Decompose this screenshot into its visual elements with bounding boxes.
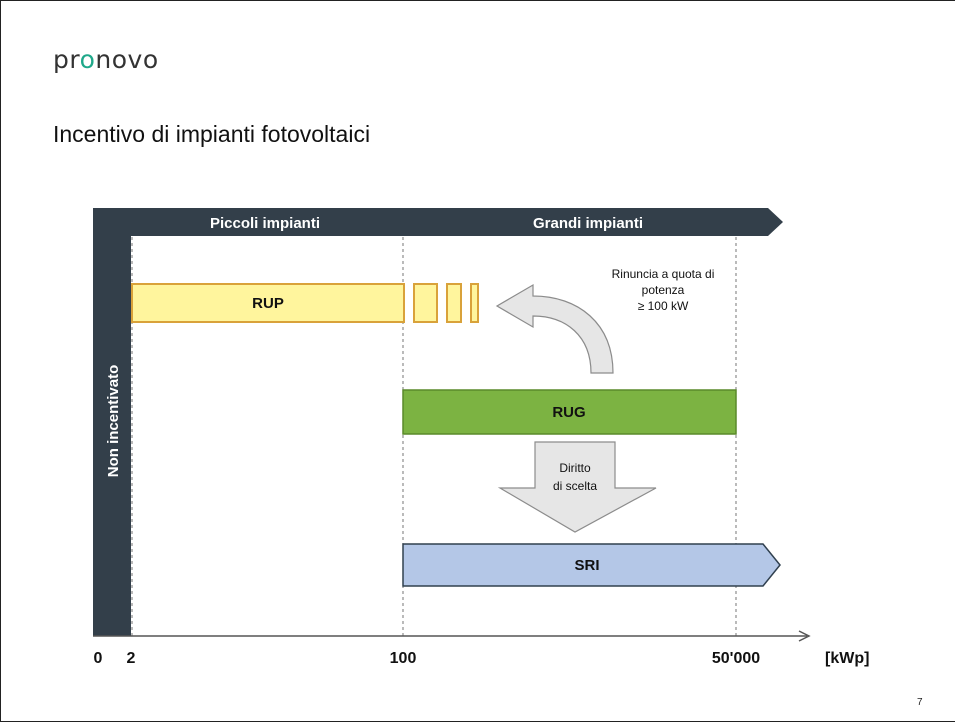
rup-segment-1: [413, 283, 438, 323]
top-band: [93, 208, 783, 236]
logo-accent: o: [79, 45, 96, 74]
page-number: 7: [917, 697, 923, 708]
vertical-band-label: Non incentivato: [105, 365, 122, 478]
x-axis-arrowhead: [798, 630, 811, 642]
rup-segment-3: [470, 283, 479, 323]
x-tick-50000: 50'000: [712, 650, 760, 667]
rug-label: RUG: [552, 404, 585, 421]
curved-arrow-note-line-3: ≥ 100 kW: [638, 299, 689, 313]
vertical-band: [93, 208, 131, 636]
down-arrow-label-line-2: di scelta: [553, 479, 597, 493]
x-tick-0: 0: [94, 650, 103, 667]
down-arrow: [497, 441, 657, 533]
rug-bar: [402, 389, 737, 435]
rup-bar: [131, 283, 405, 323]
down-arrow-label-line-1: Diritto: [559, 461, 591, 475]
rup-label: RUP: [252, 295, 284, 312]
curved-arrow: [495, 283, 614, 374]
x-axis-unit: [kWp]: [825, 650, 869, 667]
top-band-right-label: Grandi impianti: [533, 215, 643, 232]
curved-arrow-note-line-1: Rinuncia a quota di: [612, 267, 715, 281]
slide-title: Incentivo di impianti fotovoltaici: [53, 121, 371, 147]
x-tick-100: 100: [390, 650, 417, 667]
x-tick-2: 2: [127, 650, 136, 667]
curved-arrow-note-line-2: potenza: [642, 283, 685, 297]
pronovo-logo: pronovo: [53, 45, 159, 74]
logo-prefix: pr: [53, 45, 80, 74]
top-band-left-label: Piccoli impianti: [210, 215, 320, 232]
rup-segment-2: [446, 283, 462, 323]
sri-bar: [402, 543, 781, 587]
sri-label: SRI: [574, 557, 599, 574]
logo-suffix: novo: [95, 45, 159, 74]
